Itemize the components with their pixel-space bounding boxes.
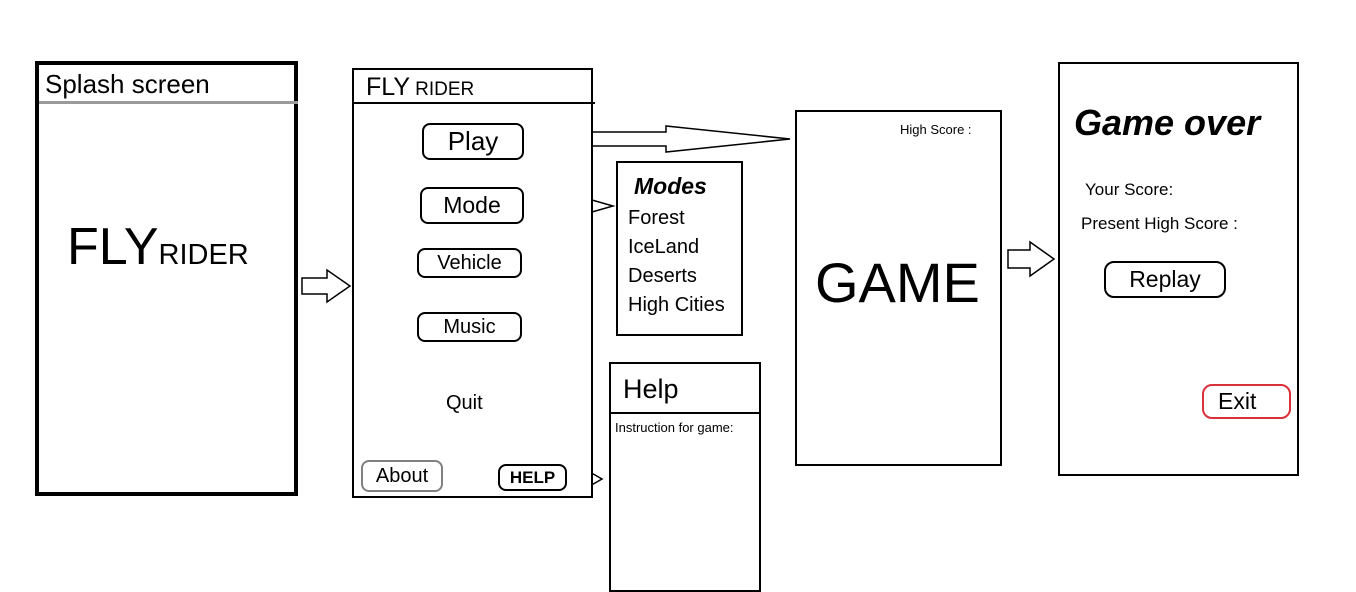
- splash-screen: Splash screen FLYRIDER: [35, 61, 298, 496]
- quit-button[interactable]: Quit: [446, 392, 483, 414]
- game-title: GAME: [815, 251, 980, 314]
- music-label: Music: [443, 315, 496, 338]
- mode-label: Mode: [443, 192, 501, 218]
- exit-button[interactable]: Exit: [1202, 384, 1291, 419]
- about-label: About: [375, 464, 429, 487]
- mode-item-iceland[interactable]: IceLand: [628, 236, 700, 258]
- exit-label: Exit: [1218, 388, 1257, 414]
- help-instruction: Instruction for game:: [615, 420, 734, 435]
- splash-divider: [39, 101, 298, 104]
- help-divider: [611, 412, 759, 414]
- game-screen: High Score : GAME: [795, 110, 1002, 466]
- help-button[interactable]: HELP: [498, 464, 567, 491]
- vehicle-label: Vehicle: [437, 251, 502, 274]
- menu-divider: [354, 102, 595, 104]
- mode-item-forest[interactable]: Forest: [628, 207, 685, 229]
- help-label: HELP: [509, 467, 556, 487]
- mode-item-high-cities[interactable]: High Cities: [628, 294, 725, 316]
- play-label: Play: [447, 126, 499, 156]
- present-high-score-label: Present High Score :: [1081, 214, 1238, 233]
- menu-title-main: FLY: [366, 73, 410, 101]
- arrow-game-to-gameover: [1007, 240, 1056, 278]
- about-button[interactable]: About: [361, 460, 443, 492]
- arrow-splash-to-menu: [301, 268, 352, 304]
- vehicle-button[interactable]: Vehicle: [417, 248, 522, 278]
- mode-button[interactable]: Mode: [420, 187, 524, 224]
- menu-title-sub: RIDER: [415, 79, 475, 100]
- menu-title: FLY RIDER: [366, 73, 474, 102]
- help-screen: Help Instruction for game:: [609, 362, 761, 592]
- replay-button[interactable]: Replay: [1104, 261, 1226, 298]
- game-high-score: High Score :: [900, 122, 972, 137]
- your-score-label: Your Score:: [1085, 180, 1174, 199]
- help-title: Help: [623, 374, 679, 404]
- splash-title: Splash screen: [45, 69, 210, 99]
- splash-logo-main: FLY: [67, 218, 159, 276]
- music-button[interactable]: Music: [417, 312, 522, 342]
- play-button[interactable]: Play: [422, 123, 524, 160]
- modes-title: Modes: [634, 173, 707, 199]
- replay-label: Replay: [1129, 266, 1201, 292]
- mode-item-deserts[interactable]: Deserts: [628, 265, 697, 287]
- game-over-title: Game over: [1074, 102, 1261, 143]
- splash-logo: FLYRIDER: [67, 217, 249, 277]
- splash-logo-sub: RIDER: [158, 239, 249, 271]
- modes-screen: Modes Forest IceLand Deserts High Cities: [616, 161, 743, 336]
